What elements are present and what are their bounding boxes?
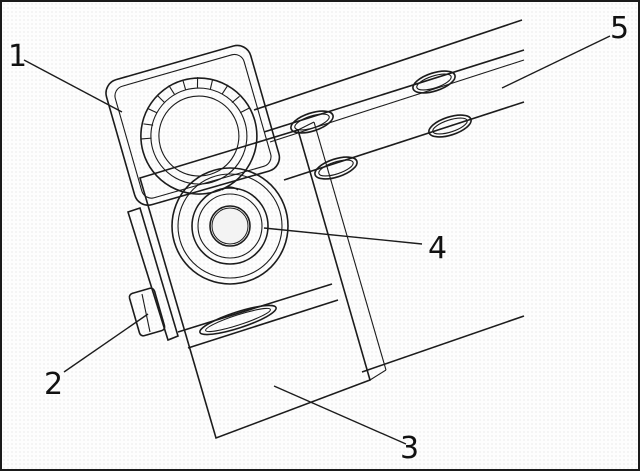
rail-slot — [428, 114, 472, 138]
callout-labels: 1 2 3 4 5 — [8, 11, 629, 466]
slotted-rail — [253, 19, 525, 373]
leader-5 — [501, 35, 611, 89]
leader-lines — [23, 35, 611, 445]
callout-3: 3 — [400, 431, 419, 466]
callout-5: 5 — [610, 11, 629, 46]
callout-1: 1 — [8, 39, 27, 74]
leader-1 — [23, 59, 123, 113]
callout-2: 2 — [44, 367, 63, 402]
leader-3 — [273, 385, 407, 445]
block-slot — [199, 304, 277, 336]
gear-housing — [105, 44, 281, 206]
gear — [140, 77, 258, 195]
slider-block — [127, 121, 387, 440]
rail-slot — [314, 156, 358, 180]
callout-4: 4 — [428, 231, 447, 266]
leader-2 — [63, 313, 149, 373]
rail-slot — [412, 70, 456, 94]
side-pin — [128, 287, 166, 337]
shaft-boss — [171, 167, 289, 285]
rail-slot — [290, 110, 334, 134]
leader-4 — [263, 227, 423, 245]
